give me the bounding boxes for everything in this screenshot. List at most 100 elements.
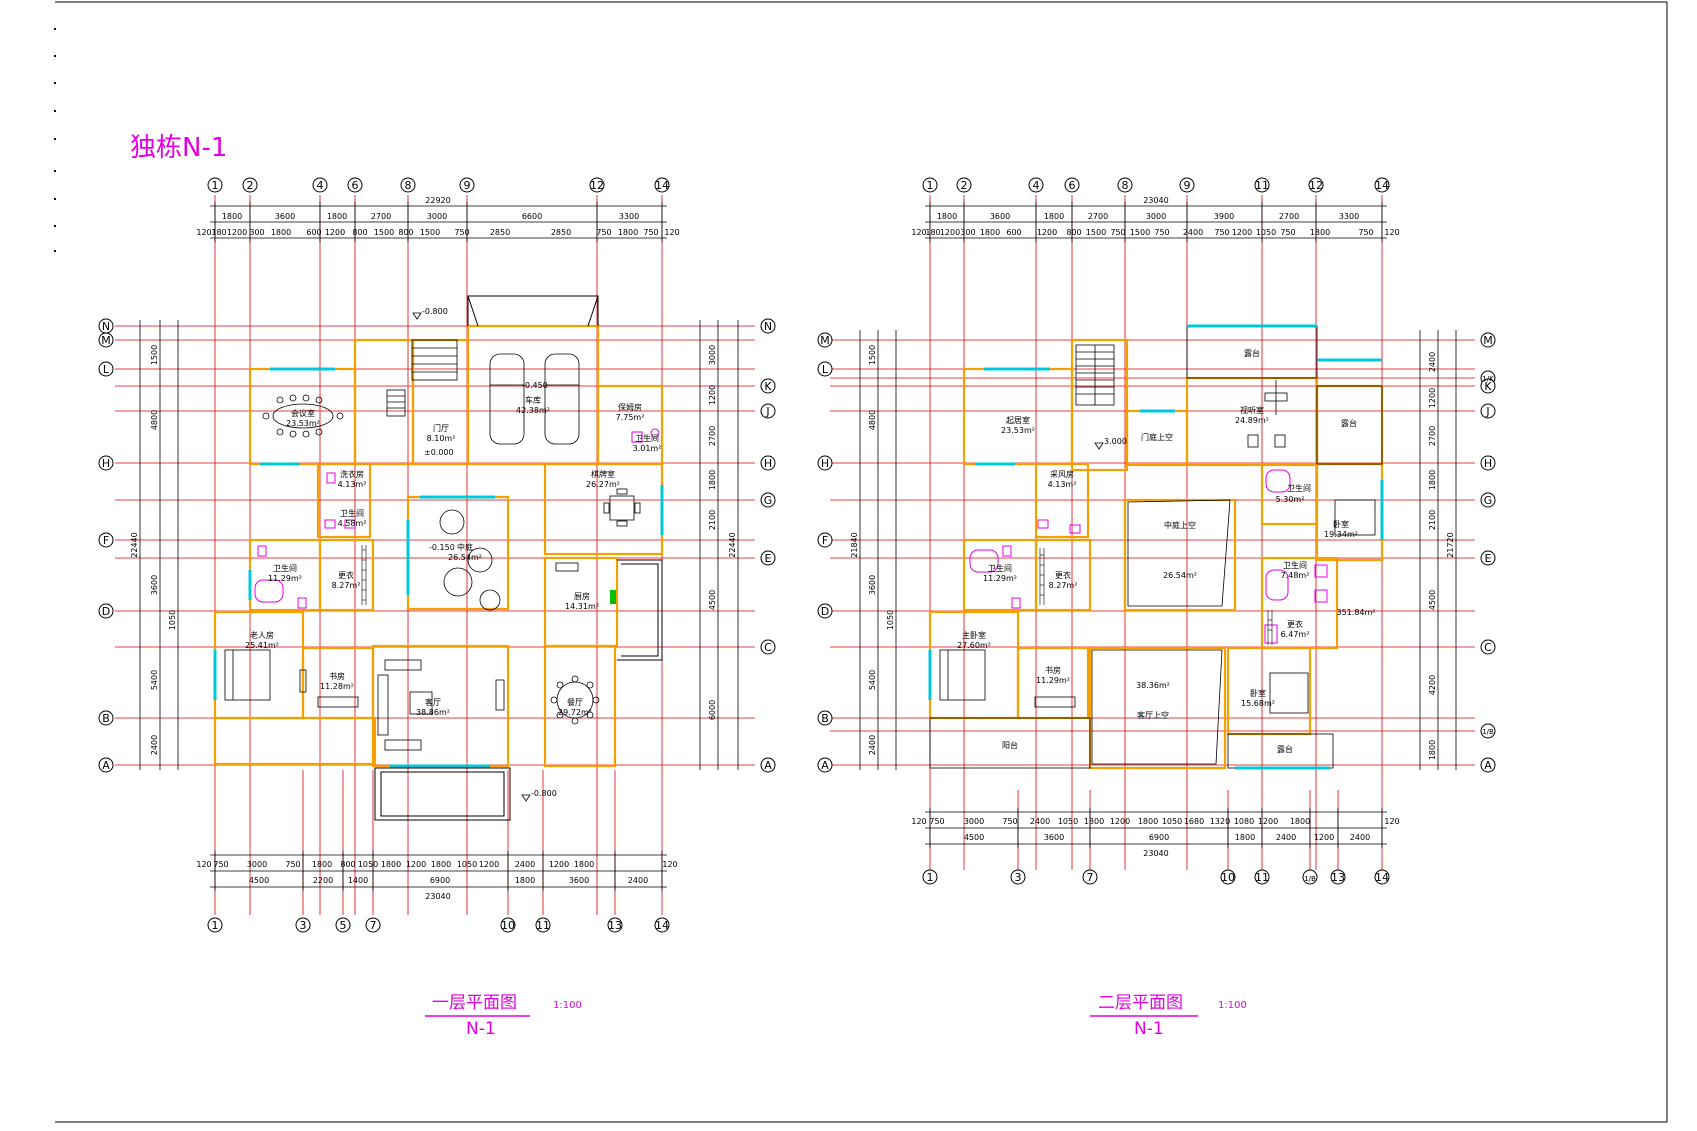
tree-icon bbox=[467, 547, 493, 573]
room-name: 书房 bbox=[329, 671, 345, 681]
level-label: -0.800 bbox=[531, 789, 557, 798]
dimension: 1200 bbox=[1314, 833, 1334, 842]
axis-label: L bbox=[822, 363, 829, 376]
room-name: 中庭 bbox=[457, 542, 473, 552]
room-name: 客厅 bbox=[425, 697, 441, 707]
first-floor-plan: -0.800 -0.450 ±0.000 -0.150 -0.800 会议室 2… bbox=[98, 177, 776, 1039]
room-area: 11.29m² bbox=[1036, 676, 1070, 685]
plan2-wardrobe-hatch bbox=[1039, 548, 1273, 645]
room-name: 起居室 bbox=[1006, 415, 1030, 425]
dimension: 750 bbox=[1358, 228, 1373, 237]
axis-label: 11 bbox=[536, 919, 550, 932]
dimension: 3000 bbox=[427, 212, 447, 221]
axis-label: H bbox=[821, 457, 829, 470]
room-area: 4.13m² bbox=[1048, 480, 1077, 489]
plan1-level-markers: -0.800 -0.450 ±0.000 -0.150 -0.800 bbox=[412, 307, 557, 802]
dimension: 1800 bbox=[1084, 817, 1104, 826]
room-name: 卫生间 bbox=[273, 563, 297, 573]
plan1-bottom-dimensions: 120 750 3000 750 1800 800 1050 1800 1200… bbox=[196, 860, 677, 901]
dimension: 300 bbox=[249, 228, 264, 237]
dimension: 750 bbox=[1154, 228, 1169, 237]
car-icon bbox=[544, 353, 580, 445]
second-floor-plan: 3.000 露台 起居室 23.53m² 门庭上空 视听室 24.89m² 露台… bbox=[817, 177, 1496, 1039]
dimension: 1800 bbox=[1044, 212, 1064, 221]
axis-label: B bbox=[821, 712, 829, 725]
plan1-right-dimensions: 22440 3000 1200 2700 1800 2100 4500 6000 bbox=[708, 345, 737, 720]
dimension: 1320 bbox=[1210, 817, 1230, 826]
plan2-axis-labels: 1 2 4 6 8 9 11 12 14 1 3 7 10 11 1/B 13 … bbox=[820, 179, 1494, 884]
dimension: 2400 bbox=[515, 860, 535, 869]
dimension: 1500 bbox=[1130, 228, 1150, 237]
room-area-total: 351.84m² bbox=[1337, 608, 1376, 617]
dimension: 1200 bbox=[479, 860, 499, 869]
room-name: 门庭上空 bbox=[1141, 432, 1173, 442]
axis-label: J bbox=[765, 405, 769, 418]
axis-label: 12 bbox=[1309, 179, 1323, 192]
dimension: 750 bbox=[285, 860, 300, 869]
dimension-total: 22920 bbox=[425, 196, 450, 205]
dimension: 750 bbox=[929, 817, 944, 826]
dimension: 800 bbox=[398, 228, 413, 237]
level-label: -0.450 bbox=[522, 381, 548, 390]
dimension: 2400 bbox=[628, 876, 648, 885]
axis-label: 10 bbox=[1221, 871, 1235, 884]
axis-label: 12 bbox=[590, 179, 604, 192]
dimension: 2850 bbox=[551, 228, 571, 237]
room-area: 8.27m² bbox=[1049, 581, 1078, 590]
dimension: 120 bbox=[911, 228, 926, 237]
axis-label: L bbox=[103, 363, 110, 376]
bed-icon bbox=[939, 649, 986, 701]
plan1-left-dimensions: 22440 1500 4800 3600 1050 5400 2400 bbox=[130, 345, 177, 755]
axis-label: N bbox=[102, 320, 110, 333]
axis-label: H bbox=[1484, 457, 1492, 470]
room-area: 23.53m² bbox=[1001, 426, 1035, 435]
room-name: 露台 bbox=[1244, 348, 1260, 358]
dimension: 2400 bbox=[1183, 228, 1203, 237]
dimension: 1050 bbox=[1162, 817, 1182, 826]
toilet-icon bbox=[326, 472, 336, 484]
room-name: 采风房 bbox=[1050, 469, 1074, 479]
chair-icon bbox=[1247, 434, 1259, 448]
plan2-dimension-ticks bbox=[929, 202, 1383, 848]
dimension: 1500 bbox=[374, 228, 394, 237]
plan2-windows bbox=[928, 324, 1384, 770]
axis-label: 1 bbox=[212, 179, 219, 192]
dimension: 3600 bbox=[150, 575, 159, 595]
room-name: 洗衣房 bbox=[340, 469, 364, 479]
level-label: ±0.000 bbox=[424, 448, 454, 457]
axis-label: 13 bbox=[1331, 871, 1345, 884]
dimension: 2200 bbox=[313, 876, 333, 885]
dimension: 3600 bbox=[990, 212, 1010, 221]
axis-label: 14 bbox=[1375, 871, 1389, 884]
room-name: 卫生间 bbox=[988, 563, 1012, 573]
dimension: 6900 bbox=[430, 876, 450, 885]
dimension: 1200 bbox=[325, 228, 345, 237]
axis-label: N bbox=[764, 320, 772, 333]
axis-label: 10 bbox=[501, 919, 515, 932]
room-area: 3.01m² bbox=[633, 444, 662, 453]
sofa-icon bbox=[384, 659, 422, 671]
plan2-sanitary-fixtures bbox=[969, 469, 1328, 644]
dimension: 1200 bbox=[549, 860, 569, 869]
room-area: 38.36m² bbox=[1136, 681, 1170, 690]
dimension: 2850 bbox=[490, 228, 510, 237]
axis-label: 1/B bbox=[1482, 728, 1494, 736]
room-area: 38.86m² bbox=[416, 708, 450, 717]
car-icon bbox=[489, 353, 525, 445]
axis-label: M bbox=[101, 334, 111, 347]
axis-label: C bbox=[764, 641, 772, 654]
axis-label: A bbox=[764, 759, 772, 772]
plan2-terraces bbox=[929, 325, 1383, 769]
room-area: 11.29m² bbox=[983, 574, 1017, 583]
plan2-top-dimensions: 23040 1800 3600 1800 2700 3000 3900 2700… bbox=[911, 196, 1399, 237]
room-name: 卫生间 bbox=[635, 433, 659, 443]
room-area: 26.54m² bbox=[1163, 571, 1197, 580]
dimension-total: 23040 bbox=[1143, 849, 1168, 858]
axis-label: 11 bbox=[1255, 179, 1269, 192]
axis-label: 3 bbox=[1015, 871, 1022, 884]
dimension: 2400 bbox=[150, 735, 159, 755]
axis-label: C bbox=[1484, 641, 1492, 654]
dimension: 120 bbox=[664, 228, 679, 237]
plan-scale: 1:100 bbox=[553, 1000, 582, 1011]
